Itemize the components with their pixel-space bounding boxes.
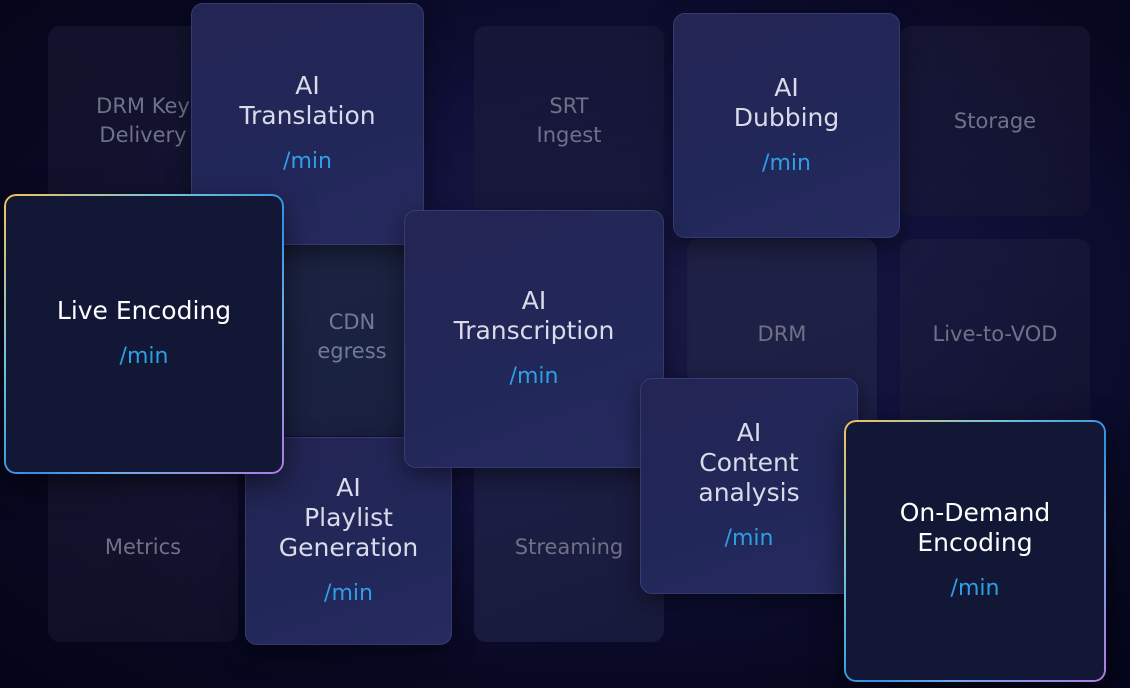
tile-on-demand-encoding: On-Demand Encoding /min [844, 420, 1106, 682]
tile-ai-content-analysis: AI Content analysis /min [640, 378, 858, 594]
tile-label: Dubbing [733, 102, 840, 132]
tile-label: Generation [278, 533, 419, 562]
tile-label: Metrics [104, 534, 182, 559]
tile-live-to-vod: Live-to-VOD [900, 239, 1090, 429]
tile-unit: /min [283, 149, 332, 174]
tile-label: Delivery [99, 123, 187, 147]
tile-label: Playlist [304, 503, 393, 532]
tile-label: Ingest [536, 123, 602, 147]
tile-unit: /min [324, 581, 373, 606]
tile-label: SRT [549, 94, 589, 118]
tile-label: AI [295, 71, 320, 100]
tile-label: analysis [698, 478, 800, 507]
tile-label: AI [521, 286, 547, 315]
tile-live-encoding: Live Encoding /min [4, 194, 284, 474]
tile-label: On-Demand [899, 498, 1051, 527]
tile-storage: Storage [900, 26, 1090, 216]
tile-ai-dubbing: AI Dubbing /min [673, 13, 900, 238]
tile-label: Content [699, 448, 799, 477]
tile-label: CDN [328, 310, 376, 334]
tile-metrics: Metrics [48, 452, 238, 642]
tile-label: Translation [239, 101, 376, 130]
tile-ai-transcription: AI Transcription /min [404, 210, 664, 468]
tile-label: egress [317, 339, 387, 363]
tile-label: DRM [757, 321, 807, 346]
tile-unit: /min [509, 364, 559, 389]
tile-label: AI [336, 473, 361, 502]
tile-srt-ingest: SRT Ingest [474, 26, 664, 216]
tile-unit: /min [762, 150, 811, 176]
tile-label: Encoding [917, 528, 1033, 557]
tile-label: AI [774, 72, 799, 102]
tile-unit: /min [724, 526, 774, 551]
tile-label: AI [736, 418, 762, 447]
tile-label: Storage [953, 108, 1037, 133]
tile-unit: /min [950, 576, 1000, 601]
tile-label: Streaming [514, 534, 624, 559]
tile-label: Live-to-VOD [932, 321, 1058, 346]
tile-label: DRM Key [96, 94, 190, 118]
tile-ai-playlist-generation: AI Playlist Generation /min [245, 437, 452, 645]
tile-label: Live Encoding [56, 296, 232, 325]
tile-streaming: Streaming [474, 452, 664, 642]
tile-label: Transcription [453, 316, 615, 345]
tile-unit: /min [119, 344, 169, 369]
